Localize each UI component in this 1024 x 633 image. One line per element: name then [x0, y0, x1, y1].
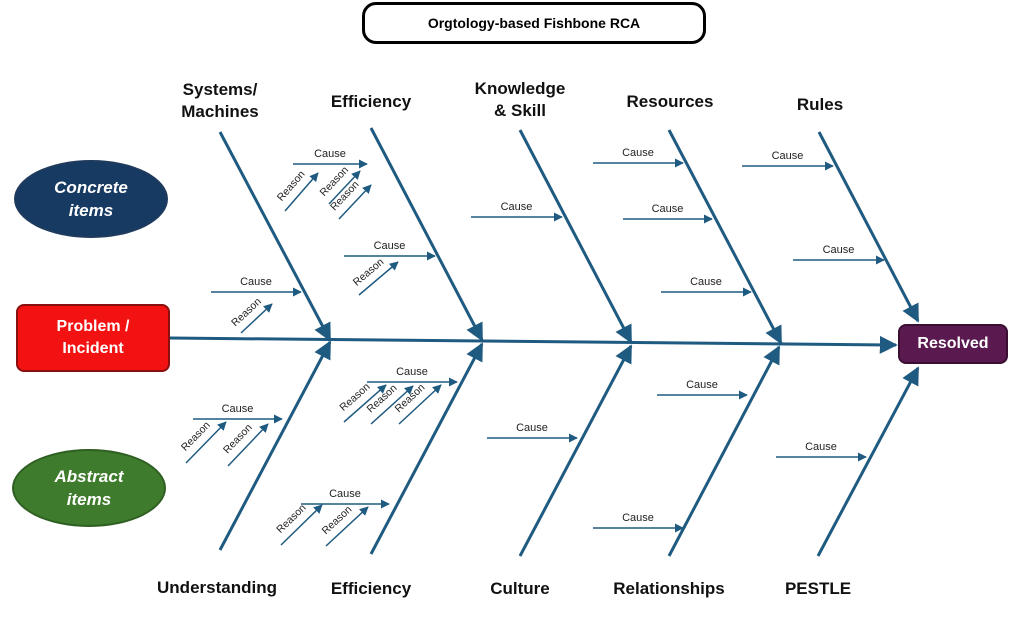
reason-arrow — [284, 172, 319, 212]
cause-label: Cause — [516, 422, 548, 434]
bone-bottom-2 — [369, 342, 484, 555]
reason-arrow — [343, 384, 387, 423]
reason-arrow — [240, 303, 273, 334]
abstract-items-ellipse: Abstract items — [12, 449, 166, 527]
cause-label: Cause — [374, 240, 406, 252]
bone-bottom-1 — [218, 340, 332, 551]
reason-arrow — [358, 261, 399, 296]
reason-label: Reason — [229, 295, 264, 329]
cause-label: Cause — [686, 379, 718, 391]
reason-arrow — [370, 385, 414, 425]
reason-arrow — [328, 170, 361, 205]
reason-arrow — [338, 184, 372, 220]
reason-label: Reason — [275, 168, 308, 203]
cause-label: Cause — [314, 148, 346, 160]
reason-label: Reason — [274, 502, 308, 536]
category-top-rules: Rules — [796, 95, 844, 114]
reason-arrow — [227, 423, 269, 467]
problem-box: Problem / Incident — [16, 304, 170, 372]
reason-label: Reason — [393, 381, 428, 415]
reason-label: Reason — [320, 503, 355, 537]
concrete-items-ellipse: Concrete items — [14, 160, 168, 238]
cause-label: Cause — [622, 147, 654, 159]
bone-top-1 — [218, 131, 332, 342]
category-bottom-relationships: Relationships — [613, 579, 725, 598]
cause-label: Cause — [690, 276, 722, 288]
bone-top-2 — [369, 127, 484, 342]
category-top-resources: Resources — [626, 92, 714, 111]
bone-bottom-4 — [667, 345, 781, 557]
resolved-box: Resolved — [898, 324, 1008, 364]
diagram-title: Orgtology-based Fishbone RCA — [362, 2, 706, 44]
cause-label: Cause — [805, 441, 837, 453]
reason-label: Reason — [179, 419, 213, 453]
cause-label: Cause — [396, 366, 428, 378]
category-top-systems: Systems/ Machines — [181, 80, 259, 121]
bone-top-5 — [817, 131, 920, 323]
bone-top-3 — [518, 129, 633, 344]
cause-label: Cause — [501, 201, 533, 213]
category-bottom-pestle: PESTLE — [784, 579, 852, 598]
reason-arrow — [398, 384, 442, 425]
cause-label: Cause — [772, 150, 804, 162]
category-top-efficiency: Efficiency — [330, 92, 412, 111]
cause-label: Cause — [222, 403, 254, 415]
cause-label: Cause — [823, 244, 855, 256]
cause-label: Cause — [622, 512, 654, 524]
reason-arrow — [280, 504, 323, 546]
reason-label: Reason — [351, 256, 387, 289]
category-bottom-culture: Culture — [490, 579, 550, 598]
category-bottom-understanding: Understanding — [157, 578, 277, 597]
reason-arrow — [185, 421, 227, 464]
reason-label: Reason — [221, 422, 255, 457]
bone-top-4 — [667, 129, 783, 345]
bone-bottom-5 — [816, 366, 920, 557]
cause-label: Cause — [329, 488, 361, 500]
spine-arrow — [169, 335, 898, 354]
category-bottom-efficiency: Efficiency — [330, 579, 412, 598]
cause-label: Cause — [240, 276, 272, 288]
cause-label: Cause — [652, 203, 684, 215]
category-top-knowledge: Knowledge & Skill — [474, 79, 566, 120]
reason-arrow — [325, 506, 369, 547]
bone-bottom-3 — [518, 344, 633, 557]
